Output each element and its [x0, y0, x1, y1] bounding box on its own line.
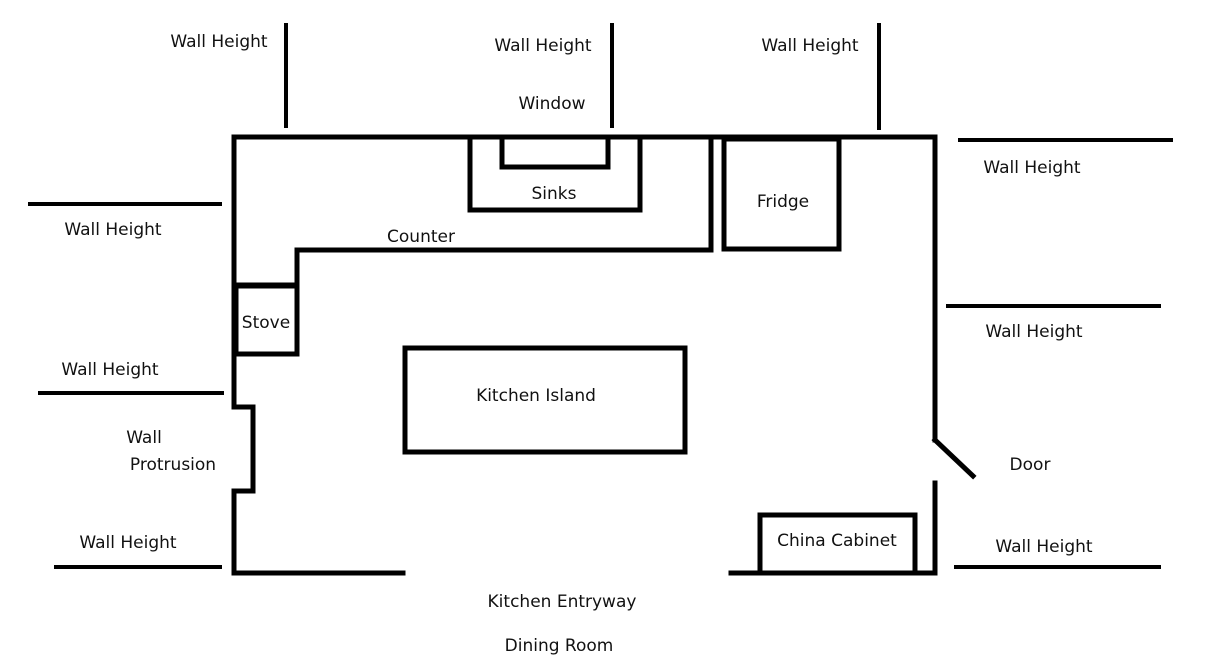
- wall-height-label-right-upper: Wall Height: [983, 158, 1081, 178]
- wall-height-label-right-middle: Wall Height: [985, 322, 1083, 342]
- wall-height-label-left-lower: Wall Height: [79, 533, 177, 553]
- wall-height-label-left-upper: Wall Height: [64, 220, 162, 240]
- door-label: Door: [1010, 455, 1051, 475]
- sinks-label: Sinks: [532, 184, 577, 204]
- wall-height-label-top-right: Wall Height: [761, 36, 859, 56]
- china-cabinet-label: China Cabinet: [777, 531, 897, 551]
- fridge-box: [721, 136, 842, 252]
- window-sink-inset: [499, 134, 611, 170]
- wall-protrusion-label-line2: Protrusion: [130, 455, 216, 475]
- window-label: Window: [518, 94, 585, 114]
- kitchen-island-label: Kitchen Island: [476, 386, 596, 406]
- kitchen-entryway-label: Kitchen Entryway: [488, 592, 637, 612]
- door-swing: [931, 436, 977, 480]
- wall-protrusion-label-line1: Wall: [126, 428, 162, 448]
- wall-height-label-right-lower: Wall Height: [995, 537, 1093, 557]
- stove-label: Stove: [242, 313, 290, 333]
- stove-box: [233, 283, 300, 357]
- wall-height-label-left-middle: Wall Height: [61, 360, 159, 380]
- china-cabinet-box: [757, 512, 918, 574]
- wall-height-label-top-left: Wall Height: [170, 32, 268, 52]
- dining-room-label: Dining Room: [505, 636, 614, 656]
- counter-label: Counter: [387, 227, 455, 247]
- sinks-outline: [467, 134, 643, 213]
- left-wall: [231, 134, 256, 576]
- kitchen-island-box: [402, 345, 688, 455]
- fridge-label: Fridge: [757, 192, 809, 212]
- wall-height-label-top-center: Wall Height: [494, 36, 592, 56]
